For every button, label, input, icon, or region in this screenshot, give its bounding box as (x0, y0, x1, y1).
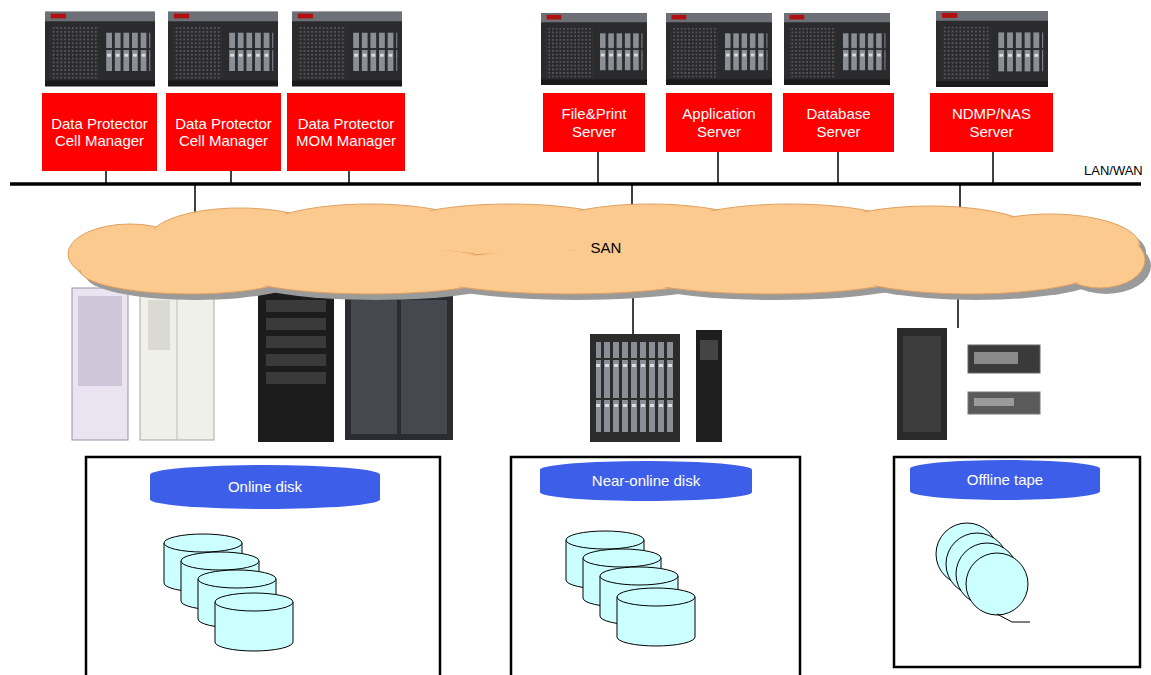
server-box: Data Protector MOM Manager (287, 93, 405, 171)
node-label: File&Print Server (547, 105, 641, 140)
node-label: Offline tape (967, 471, 1043, 488)
storage-tier: Near-online disk (540, 461, 752, 501)
node-label: Application Server (670, 105, 768, 140)
server-box: NDMP/NAS Server (930, 93, 1053, 152)
storage-tier: Online disk (150, 465, 380, 509)
node-label: NDMP/NAS Server (934, 105, 1049, 140)
server-box: Database Server (783, 93, 894, 152)
server-box: Data Protector Cell Manager (166, 93, 281, 171)
server-box: Application Server (666, 93, 772, 152)
node-label: SAN (591, 239, 622, 256)
storage-tier: Offline tape (910, 460, 1100, 500)
node-label: Data Protector Cell Manager (46, 115, 153, 150)
node-label: Database Server (787, 105, 890, 140)
server-box: Data Protector Cell Manager (42, 93, 157, 171)
node-label: Online disk (228, 478, 302, 495)
node-label: Near-online disk (592, 472, 700, 489)
san-cloud: SAN (70, 202, 1142, 294)
node-label: Data Protector MOM Manager (291, 115, 401, 150)
server-box: File&Print Server (543, 93, 645, 152)
network-label: LAN/WAN (1082, 163, 1145, 178)
node-label: Data Protector Cell Manager (170, 115, 277, 150)
